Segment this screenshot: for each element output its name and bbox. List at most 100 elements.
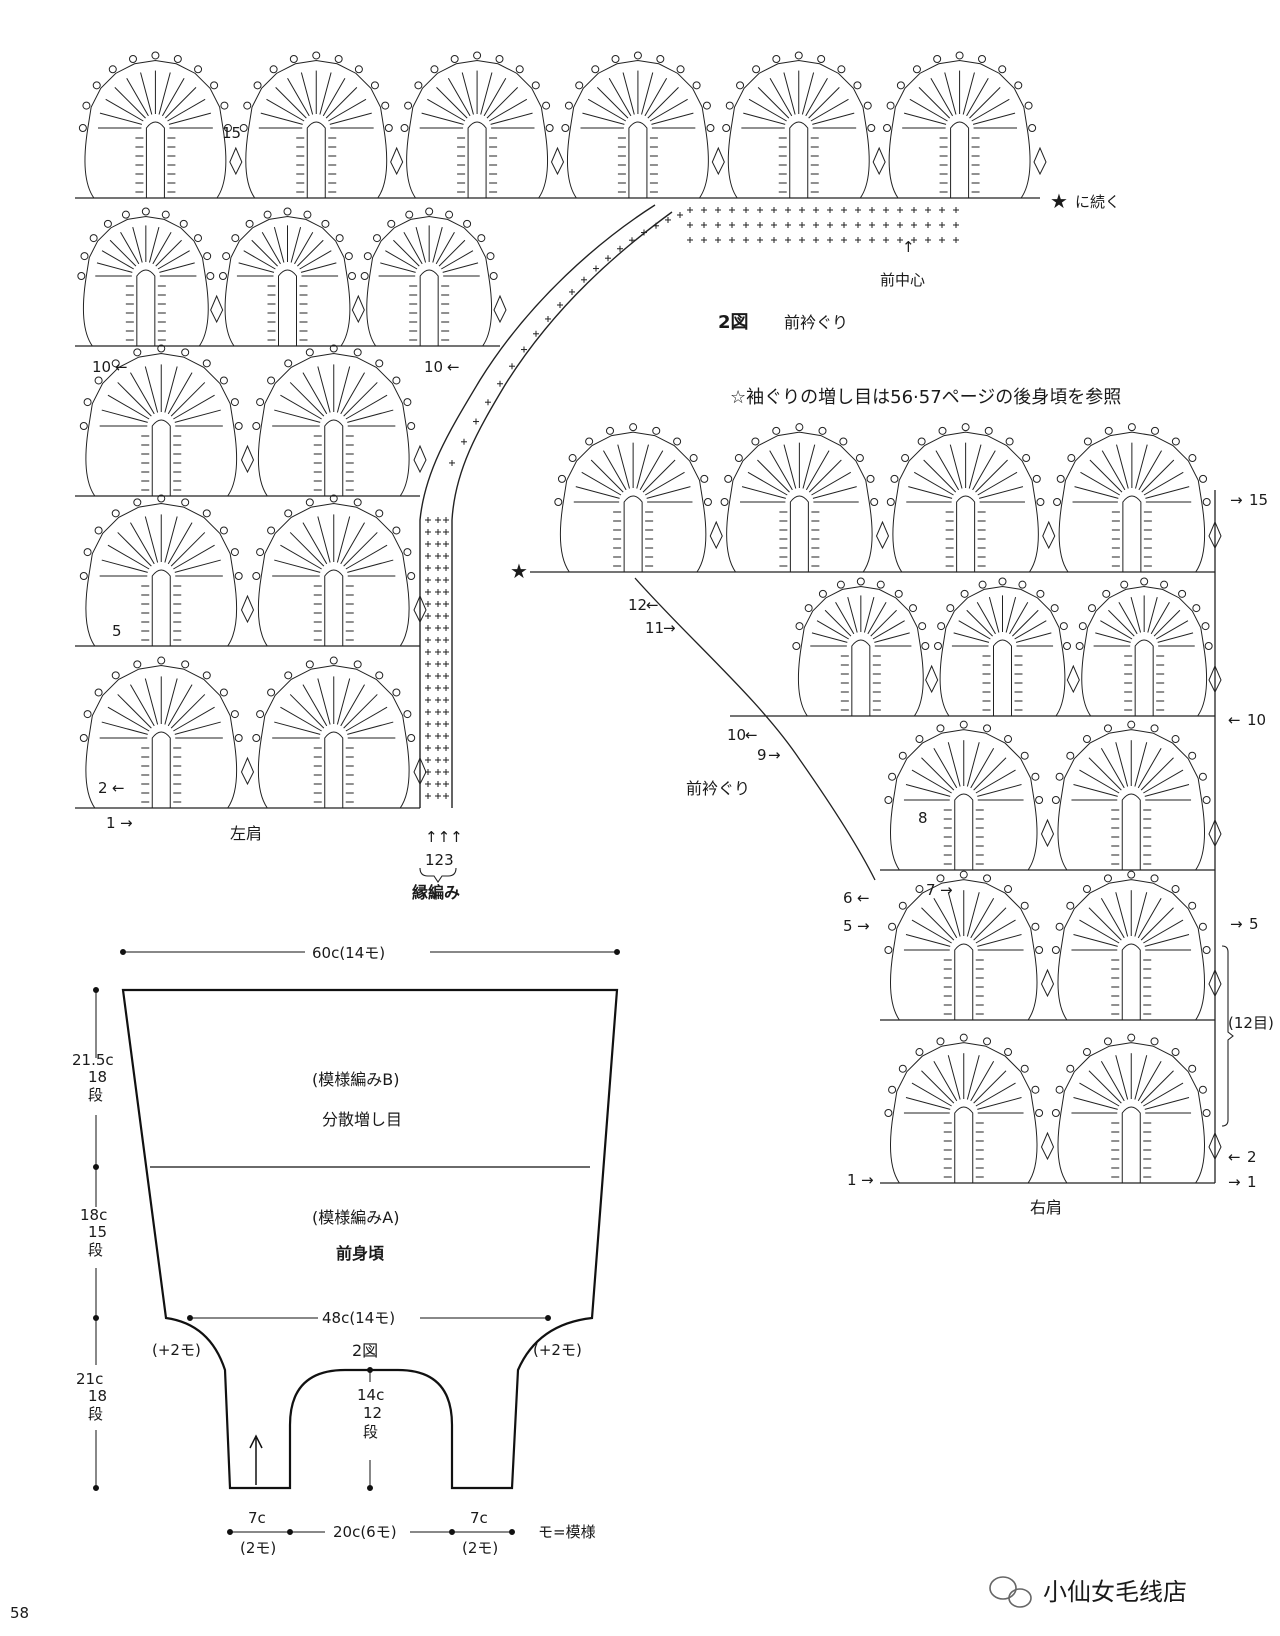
chart-labels: 15 10 ← 10 ← 5 2 ← 1 → 左肩 123 ↑↑↑ 縁編み ★ … <box>92 124 1274 1217</box>
neck-depth-dimension <box>367 1367 373 1491</box>
fan-motif <box>79 494 255 647</box>
fan-motif <box>1051 1033 1222 1184</box>
fan-motif <box>239 51 404 199</box>
row-label-15-right: 15 <box>1249 491 1268 509</box>
svg-text:→: → <box>1230 491 1243 509</box>
row-label-5-left: 5 <box>112 622 122 640</box>
height-3: 21c <box>76 1370 103 1388</box>
row-label-2-right: 2 <box>1247 1148 1257 1166</box>
neck-depth: 14c <box>357 1386 384 1404</box>
upper-pattern-label: (模様編みB) <box>312 1070 399 1089</box>
svg-text:→: → <box>940 881 953 899</box>
row-label-5-right-edge: 5 <box>1249 915 1259 933</box>
fan-motif <box>1075 577 1222 717</box>
svg-text:→: → <box>857 917 870 935</box>
fan-motif <box>722 51 886 199</box>
edging-stitches <box>425 207 959 799</box>
svg-text:→: → <box>861 1171 874 1189</box>
fan-motif <box>77 207 224 347</box>
bracket-12-label: (12目) <box>1228 1014 1274 1032</box>
neck-unit: 段 <box>363 1423 378 1441</box>
row-label-6: 6 <box>843 889 853 907</box>
piece-name: 前身頃 <box>336 1244 385 1263</box>
top-width-label: 60c(14モ) <box>312 944 385 962</box>
body-outline <box>121 988 619 1490</box>
watermark-text: 小仙女毛线店 <box>1043 1578 1187 1606</box>
svg-text:↑↑↑: ↑↑↑ <box>425 828 463 846</box>
star-icon-right: ★ <box>510 559 528 583</box>
svg-text:←: ← <box>646 596 659 614</box>
bottom-width-dimension <box>227 1529 515 1535</box>
strap-left-width: 7c <box>248 1509 266 1527</box>
continue-label: に続く <box>1075 193 1120 211</box>
mid-width-dimension <box>187 1315 551 1321</box>
fan-motif <box>252 656 427 809</box>
fan-motif <box>252 344 427 497</box>
watermark: 小仙女毛线店 <box>989 1576 1187 1608</box>
star-icon: ★ <box>1050 189 1068 213</box>
right-shoulder-label: 右肩 <box>1030 1198 1062 1217</box>
fan-motif <box>219 207 365 347</box>
fan-motif <box>720 423 890 573</box>
upper-pattern-note: 分散増し目 <box>322 1110 402 1129</box>
fan-motif <box>1051 870 1222 1021</box>
strap-right-motifs: (2モ) <box>462 1539 498 1557</box>
strap-right-width: 7c <box>470 1509 488 1527</box>
fan-motif <box>78 51 243 199</box>
figure-caption-number: 2図 <box>718 312 749 333</box>
svg-text:→: → <box>1228 1173 1241 1191</box>
fan-motif <box>79 656 255 809</box>
svg-text:←: ← <box>115 358 128 376</box>
height-3-rows: 18 <box>88 1387 107 1405</box>
height-2-rows: 15 <box>88 1223 107 1241</box>
svg-text:↑: ↑ <box>902 238 915 256</box>
fan-motif <box>792 577 939 717</box>
front-neck-label: 前衿ぐり <box>686 779 750 798</box>
height-2-unit: 段 <box>88 1241 103 1259</box>
increase-left: (+2モ) <box>152 1341 201 1359</box>
fan-motif <box>252 494 427 647</box>
legend: モ=模様 <box>538 1523 596 1541</box>
svg-text:→: → <box>768 746 781 764</box>
figure-caption-title: 前衿ぐり <box>784 313 848 332</box>
svg-text:←: ← <box>745 726 758 744</box>
edging-label: 縁編み <box>412 883 460 902</box>
svg-text:←: ← <box>1228 711 1241 729</box>
height-2: 18c <box>80 1206 107 1224</box>
wechat-icon <box>989 1576 1032 1608</box>
figure-note: ☆袖ぐりの増し目は56·57ページの後身頃を参照 <box>730 387 1121 408</box>
row-label-9: 9 <box>757 746 767 764</box>
row-label-1-right: 1 <box>847 1171 857 1189</box>
fan-motif <box>554 423 723 573</box>
page-number: 58 <box>10 1604 29 1622</box>
left-chart-lines <box>75 197 1040 809</box>
height-1-unit: 段 <box>88 1086 103 1104</box>
schematic: 60c(14モ) (模様編みB) 分散増し目 (模様編みA) 前身頃 48c(1… <box>72 944 620 1557</box>
row-label-10-right-edge: 10 <box>1247 711 1266 729</box>
fan-motif <box>886 423 1056 573</box>
row-label-10-right: 10 <box>727 726 746 744</box>
increase-right: (+2モ) <box>533 1341 582 1359</box>
neck-rows: 12 <box>363 1404 382 1422</box>
row-label-8: 8 <box>918 809 928 827</box>
lower-pattern-label: (模様編みA) <box>312 1208 399 1227</box>
figure-reference: 2図 <box>352 1341 378 1360</box>
mid-width-label: 48c(14モ) <box>322 1309 395 1327</box>
fan-motif <box>883 51 1047 199</box>
row-label-7: 7 <box>926 881 936 899</box>
crochet-chart <box>77 51 1222 1184</box>
svg-text:←: ← <box>1228 1148 1241 1166</box>
row-label-5-right: 5 <box>843 917 853 935</box>
row-label-10-left: 10 <box>92 358 111 376</box>
fan-motif <box>561 51 725 199</box>
fan-motif <box>1051 720 1222 871</box>
edging-row-numbers: 123 <box>425 851 454 869</box>
neck-width: 20c(6モ) <box>333 1523 397 1541</box>
right-chart-lines <box>530 490 1216 1184</box>
svg-text:←: ← <box>857 889 870 907</box>
fan-motif <box>934 577 1080 717</box>
front-center-label: 前中心 <box>880 271 925 289</box>
row-label-10-left-2: 10 <box>424 358 443 376</box>
